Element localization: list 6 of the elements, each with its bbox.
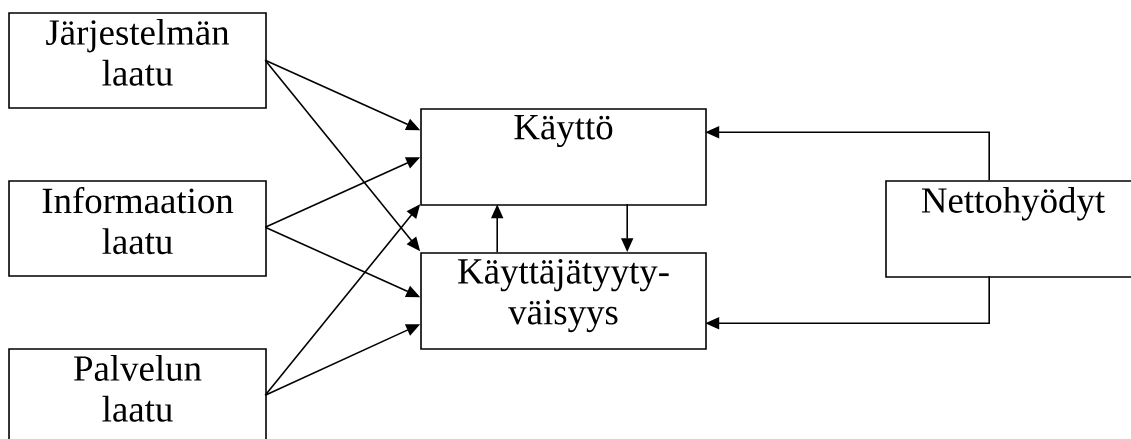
process-box: Käyttö: [420, 108, 707, 206]
process-box: Informaation laatu: [8, 180, 267, 277]
process-box: Käyttäjätyyty- väisyys: [420, 252, 707, 350]
process-box: Järjestelmän laatu: [8, 12, 267, 109]
process-box: Palvelun laatu: [8, 348, 267, 439]
process-box: Nettohyödyt: [885, 180, 1131, 278]
